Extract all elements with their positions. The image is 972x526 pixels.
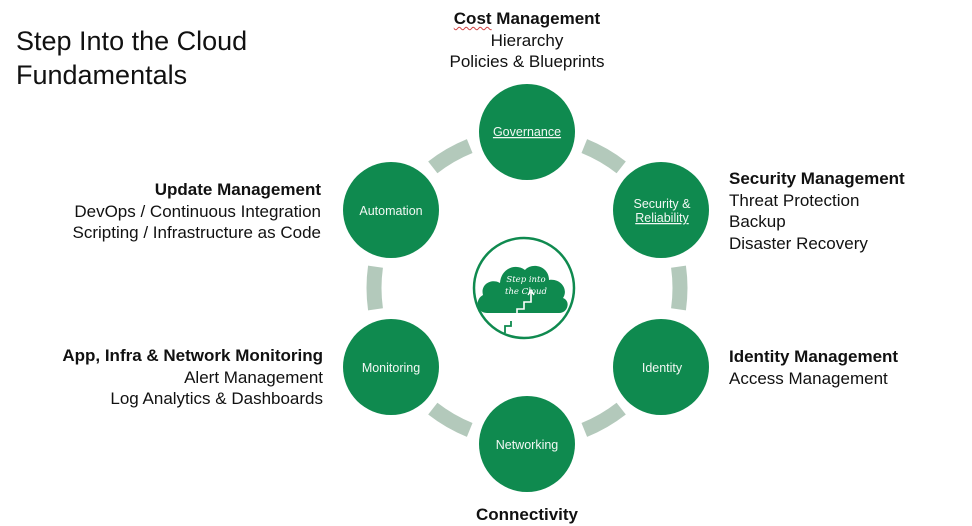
node-networking[interactable]: Networking [479,396,575,492]
node-monitoring[interactable]: Monitoring [343,319,439,415]
annotation-security: Security Management Threat Protection Ba… [729,168,959,254]
node-security-label-line-1: Security & [634,197,692,211]
annotation-security-item: Disaster Recovery [729,233,868,253]
annotation-security-item: Threat Protection [729,190,860,210]
annotation-security-item: Backup [729,212,786,231]
annotation-monitoring-head: App, Infra & Network Monitoring [62,346,323,365]
node-security[interactable]: Security & Reliability [613,162,709,258]
annotation-automation: Update Management DevOps / Continuous In… [20,179,321,244]
annotation-identity: Identity Management Access Management [729,346,959,389]
annotation-monitoring: App, Infra & Network Monitoring Alert Ma… [20,345,323,410]
connector-ring [366,139,688,437]
annotation-security-head: Security Management [729,169,905,188]
node-governance-circle [479,84,575,180]
logo-text-line-1: Step into [506,275,545,285]
node-automation-circle [343,162,439,258]
annotation-automation-head: Update Management [154,180,321,199]
node-networking-label: Networking [496,438,559,452]
node-security-circle [613,162,709,258]
node-security-label-line-2: Reliability [635,211,689,225]
annotation-networking: Connectivity [420,504,634,526]
node-networking-circle [479,396,575,492]
cloud-stairs-icon [477,265,568,333]
annotation-governance-item: Hierarchy [490,30,564,50]
node-monitoring-label: Monitoring [362,361,420,375]
annotation-monitoring-item: Log Analytics & Dashboards [110,389,323,408]
node-identity-label: Identity [642,361,683,375]
page-title: Step Into the Cloud Fundamentals [16,24,247,92]
ring-arc-segment [581,139,626,174]
annotation-governance-head-part: Cost [453,9,492,28]
node-identity[interactable]: Identity [613,319,709,415]
ring-arc-segment [366,265,383,311]
ring-arc-segment [428,402,473,437]
logo-text-line-2: the Cloud [505,287,547,297]
center-logo: Step into the Cloud [472,236,576,340]
node-governance-label: Governance [493,125,561,139]
annotation-automation-item: DevOps / Continuous Integration [74,201,321,221]
node-automation[interactable]: Automation [343,162,439,258]
node-automation-label: Automation [359,204,422,218]
ring-arc-segment [581,402,626,437]
annotation-governance: Cost Management Hierarchy Policies & Blu… [420,8,634,73]
node-governance[interactable]: Governance [479,84,575,180]
annotation-networking-head: Connectivity [475,505,579,524]
annotation-automation-item: Scripting / Infrastructure as Code [72,223,321,242]
ring-arc-segment [428,139,473,174]
title-line-2: Fundamentals [16,60,188,90]
ring-arc-segment [671,265,688,311]
annotation-identity-item: Access Management [729,368,888,388]
annotation-monitoring-item: Alert Management [184,367,323,387]
annotation-governance-item: Policies & Blueprints [449,52,605,71]
node-monitoring-circle [343,319,439,415]
annotation-identity-head: Identity Management [729,347,899,366]
node-identity-circle [613,319,709,415]
title-line-1: Step Into the Cloud [16,26,248,56]
